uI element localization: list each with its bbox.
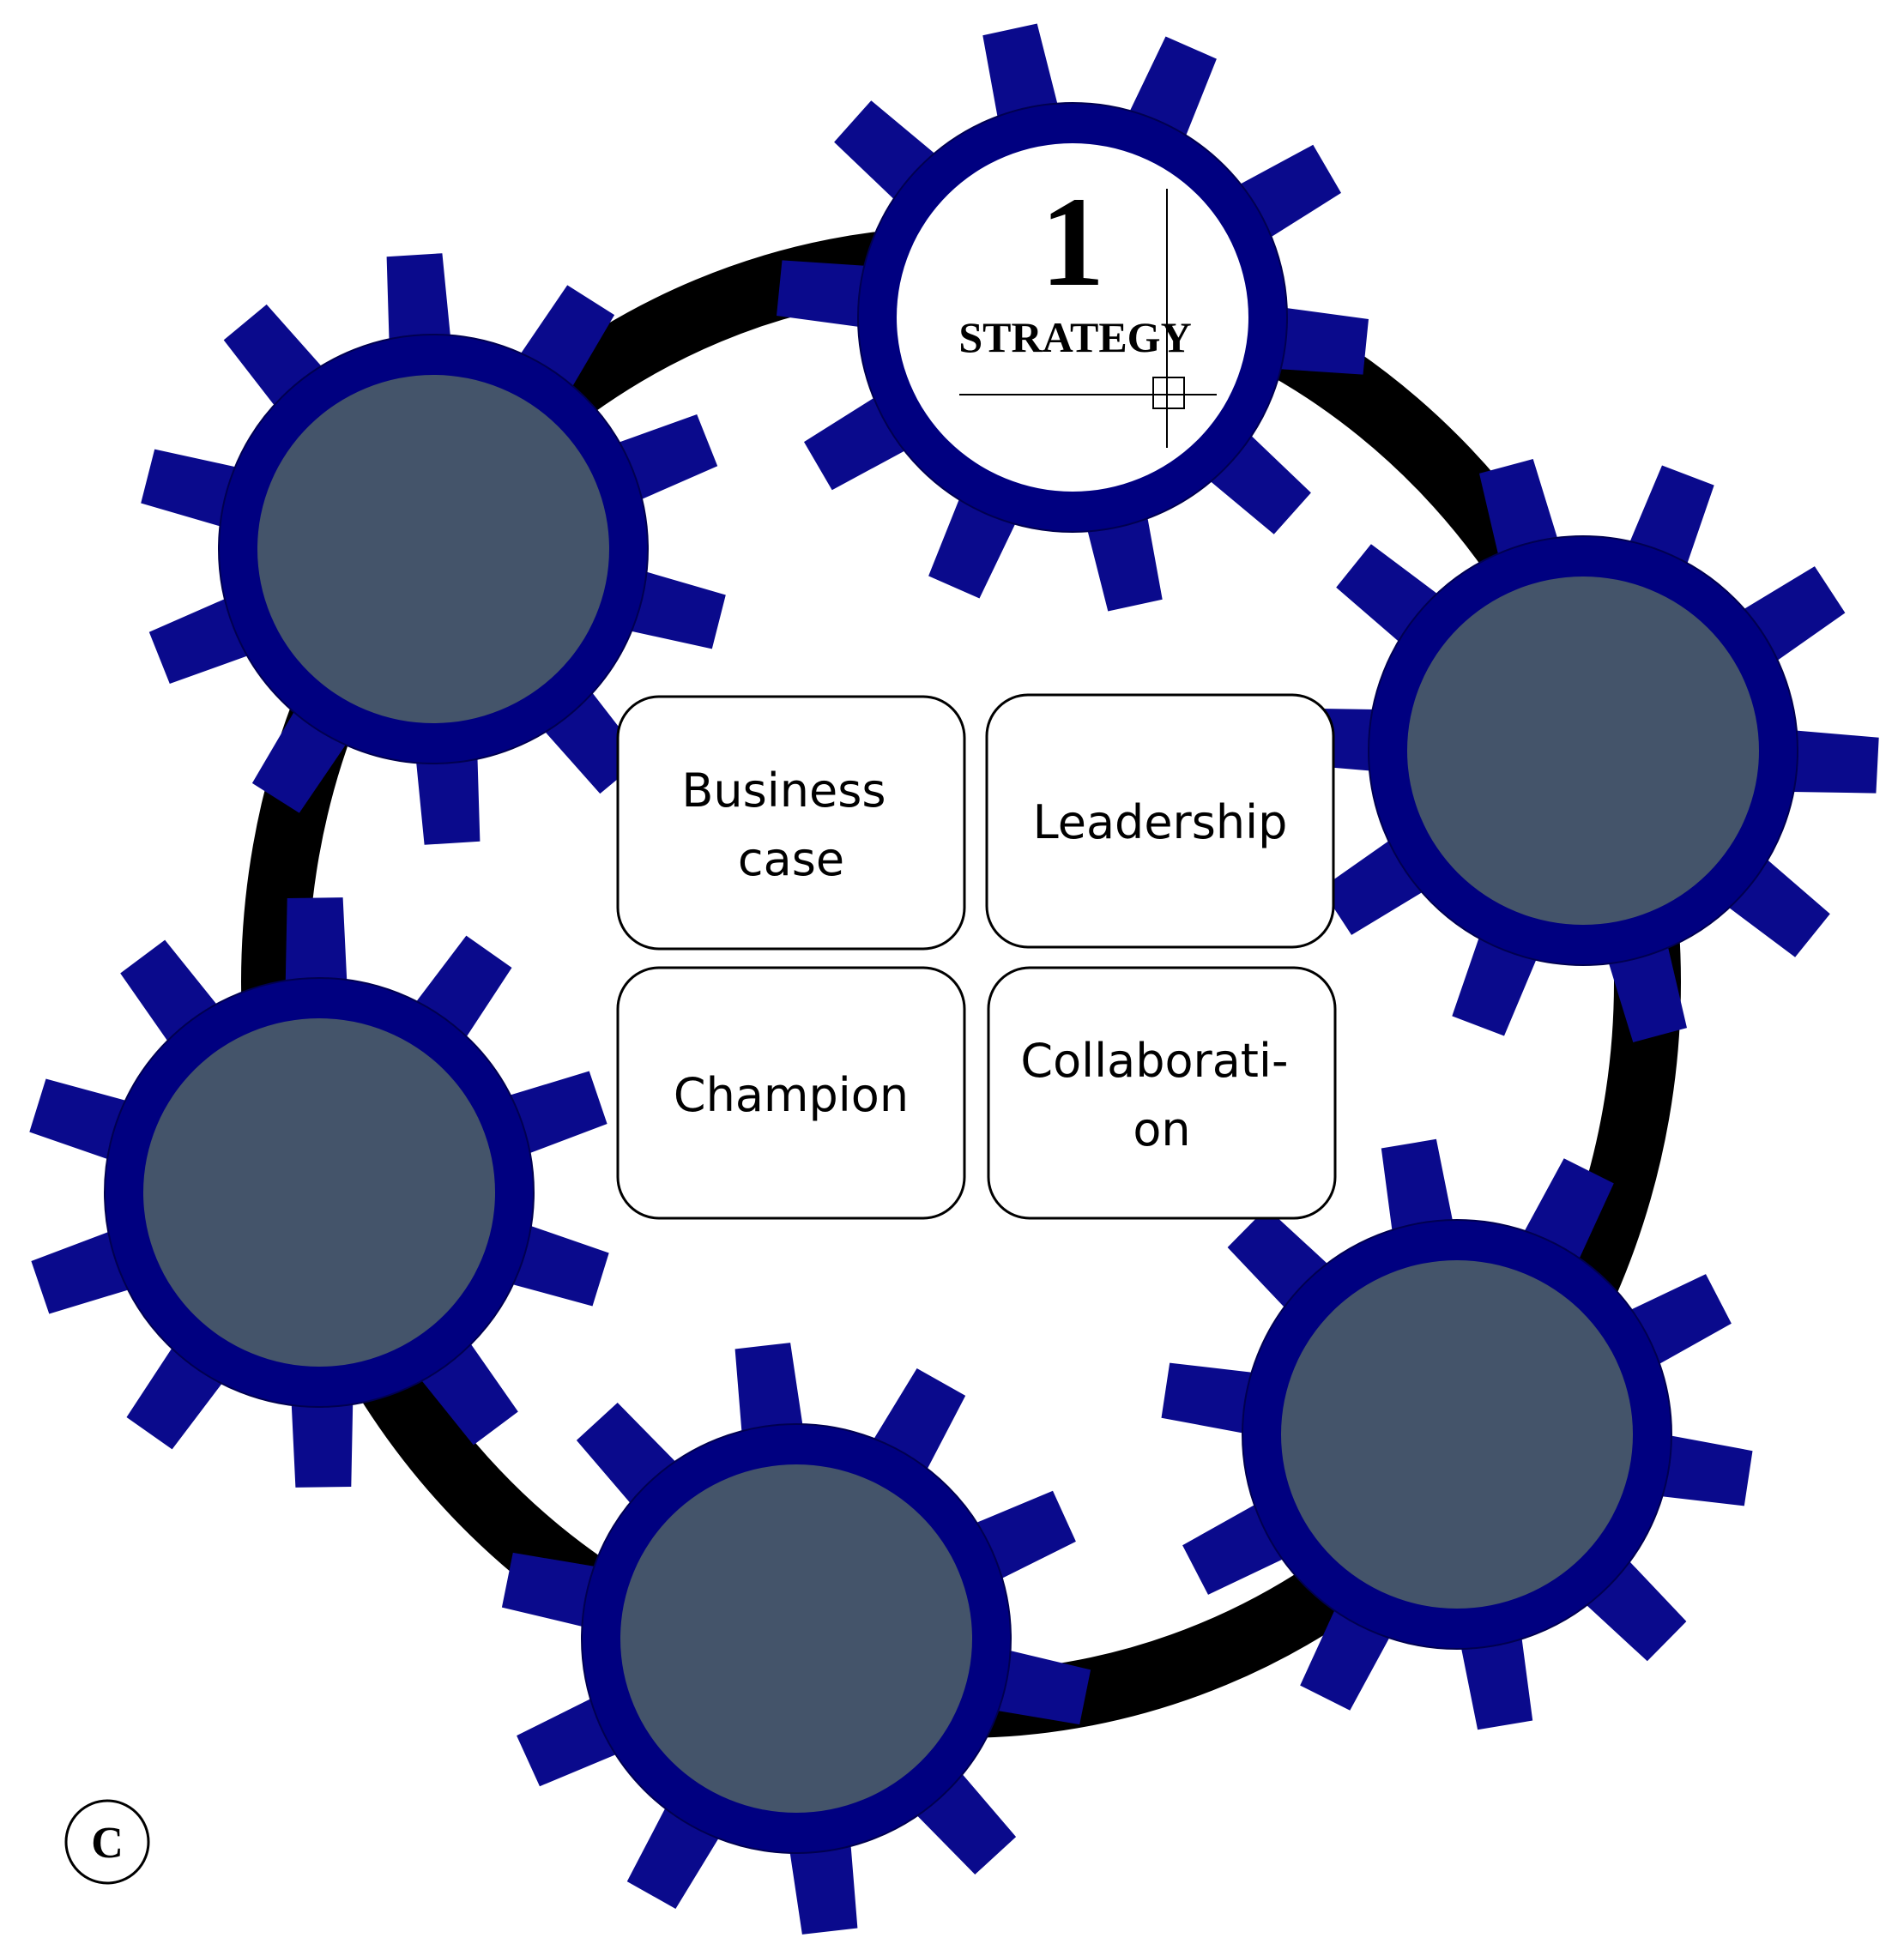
factor-box-leadership-line-1: Leadership: [1033, 795, 1288, 849]
strategy-label: STRATEGY: [958, 313, 1191, 361]
gear-left-hub: [143, 1018, 495, 1367]
svg-text:Champion: Champion: [674, 1068, 909, 1122]
strategy-number: 1: [1041, 171, 1105, 313]
strategy-badge: 1 STRATEGY: [958, 171, 1217, 448]
svg-text:Collaborati- on: Collaborati- on: [1020, 1034, 1303, 1156]
svg-text:Business case: Business case: [681, 764, 900, 886]
factor-box-champion-line-1: Champion: [674, 1068, 909, 1122]
gear-bottom: [501, 1343, 1091, 1935]
gear-strategy-hub: [897, 143, 1248, 492]
factor-box-grid: Business case Leadership Champion Collab…: [616, 693, 1337, 1220]
gear-right: [1287, 459, 1879, 1042]
factor-box-collaboration-line-2: on: [1133, 1102, 1190, 1156]
factor-box-champion: Champion: [616, 966, 966, 1220]
factor-box-business-case: Business case: [616, 695, 966, 951]
panel-label-circle: [64, 1799, 150, 1885]
gear-right-hub: [1407, 577, 1759, 925]
gear-lower-right-hub: [1281, 1260, 1633, 1609]
gear-upper-left: [141, 253, 726, 845]
factor-box-business-case-line-2: case: [738, 832, 844, 886]
factor-box-leadership: Leadership: [985, 693, 1335, 949]
strategy-square-mark: [1152, 377, 1185, 409]
factor-box-collaboration: Collaborati- on: [987, 966, 1337, 1220]
panel-label: C: [64, 1799, 150, 1885]
gear-upper-left-hub: [257, 375, 609, 723]
gear-group: [29, 23, 1879, 1935]
gear-left: [29, 897, 609, 1488]
gear-strategy: [777, 23, 1369, 612]
gear-lower-right: [1161, 1138, 1753, 1730]
factor-box-business-case-line-1: Business: [681, 764, 886, 818]
factor-box-collaboration-line-1: Collaborati-: [1020, 1034, 1288, 1088]
panel-label-letter: C: [91, 1819, 124, 1868]
gear-bottom-hub: [620, 1464, 972, 1813]
svg-text:Leadership: Leadership: [1033, 795, 1288, 849]
